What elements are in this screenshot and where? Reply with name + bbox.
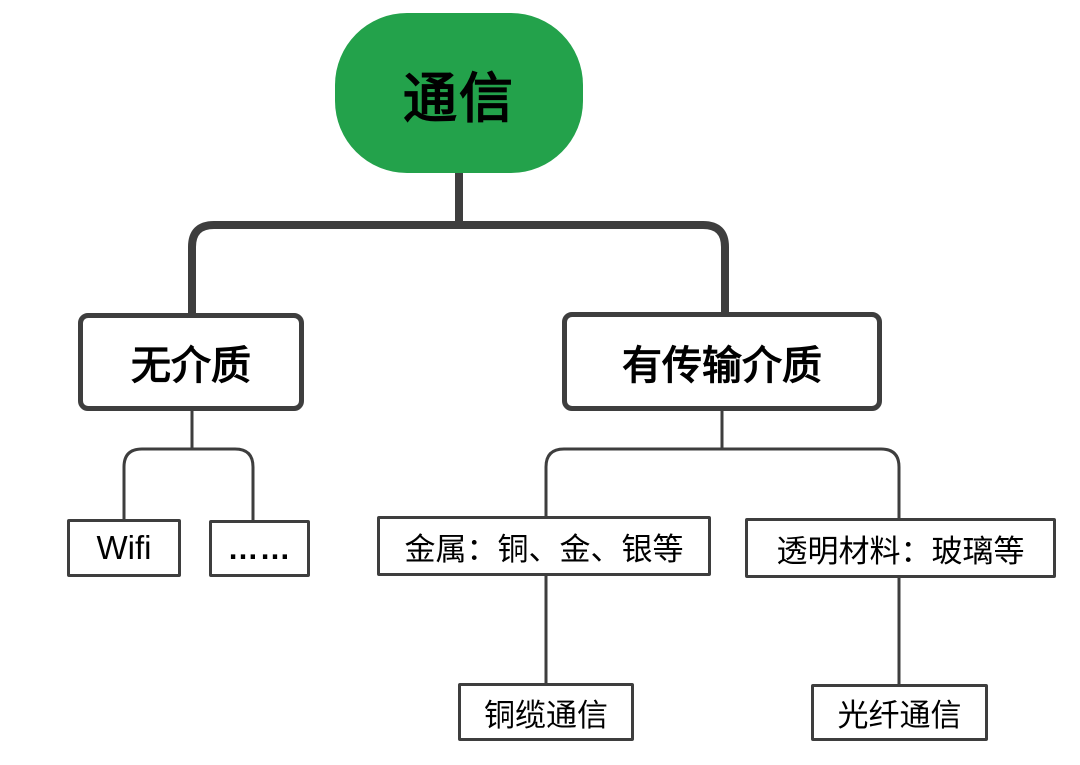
connector-with-medium-branch (544, 447, 901, 520)
node-copper-cable-communication-label: 铜缆通信 (484, 697, 608, 733)
node-with-transmission-medium-label: 有传输介质 (622, 343, 822, 388)
connector-root-branch (188, 221, 729, 316)
node-fiber-optic-communication-label: 光纤通信 (837, 698, 962, 733)
node-transparent-materials-label: 透明材料：玻璃等 (776, 533, 1025, 569)
node-wifi[interactable]: Wifi (67, 519, 181, 577)
node-no-medium-label: 无介质 (131, 344, 251, 388)
node-wifi-label: Wifi (96, 529, 152, 566)
node-metal-materials-label: 金属：铜、金、银等 (404, 531, 684, 567)
node-copper-cable-communication[interactable]: 铜缆通信 (458, 683, 634, 741)
node-ellipsis-label: …… (227, 530, 292, 566)
node-communication-root[interactable]: 通信 (335, 13, 583, 173)
node-ellipsis[interactable]: …… (209, 520, 310, 577)
node-metal-materials[interactable]: 金属：铜、金、银等 (377, 516, 711, 576)
node-transparent-materials[interactable]: 透明材料：玻璃等 (745, 518, 1056, 578)
node-no-medium[interactable]: 无介质 (78, 313, 304, 411)
node-communication-label: 通信 (403, 68, 515, 129)
connector-no-medium-branch (122, 447, 255, 522)
node-with-transmission-medium[interactable]: 有传输介质 (562, 312, 882, 411)
node-fiber-optic-communication[interactable]: 光纤通信 (811, 684, 988, 741)
